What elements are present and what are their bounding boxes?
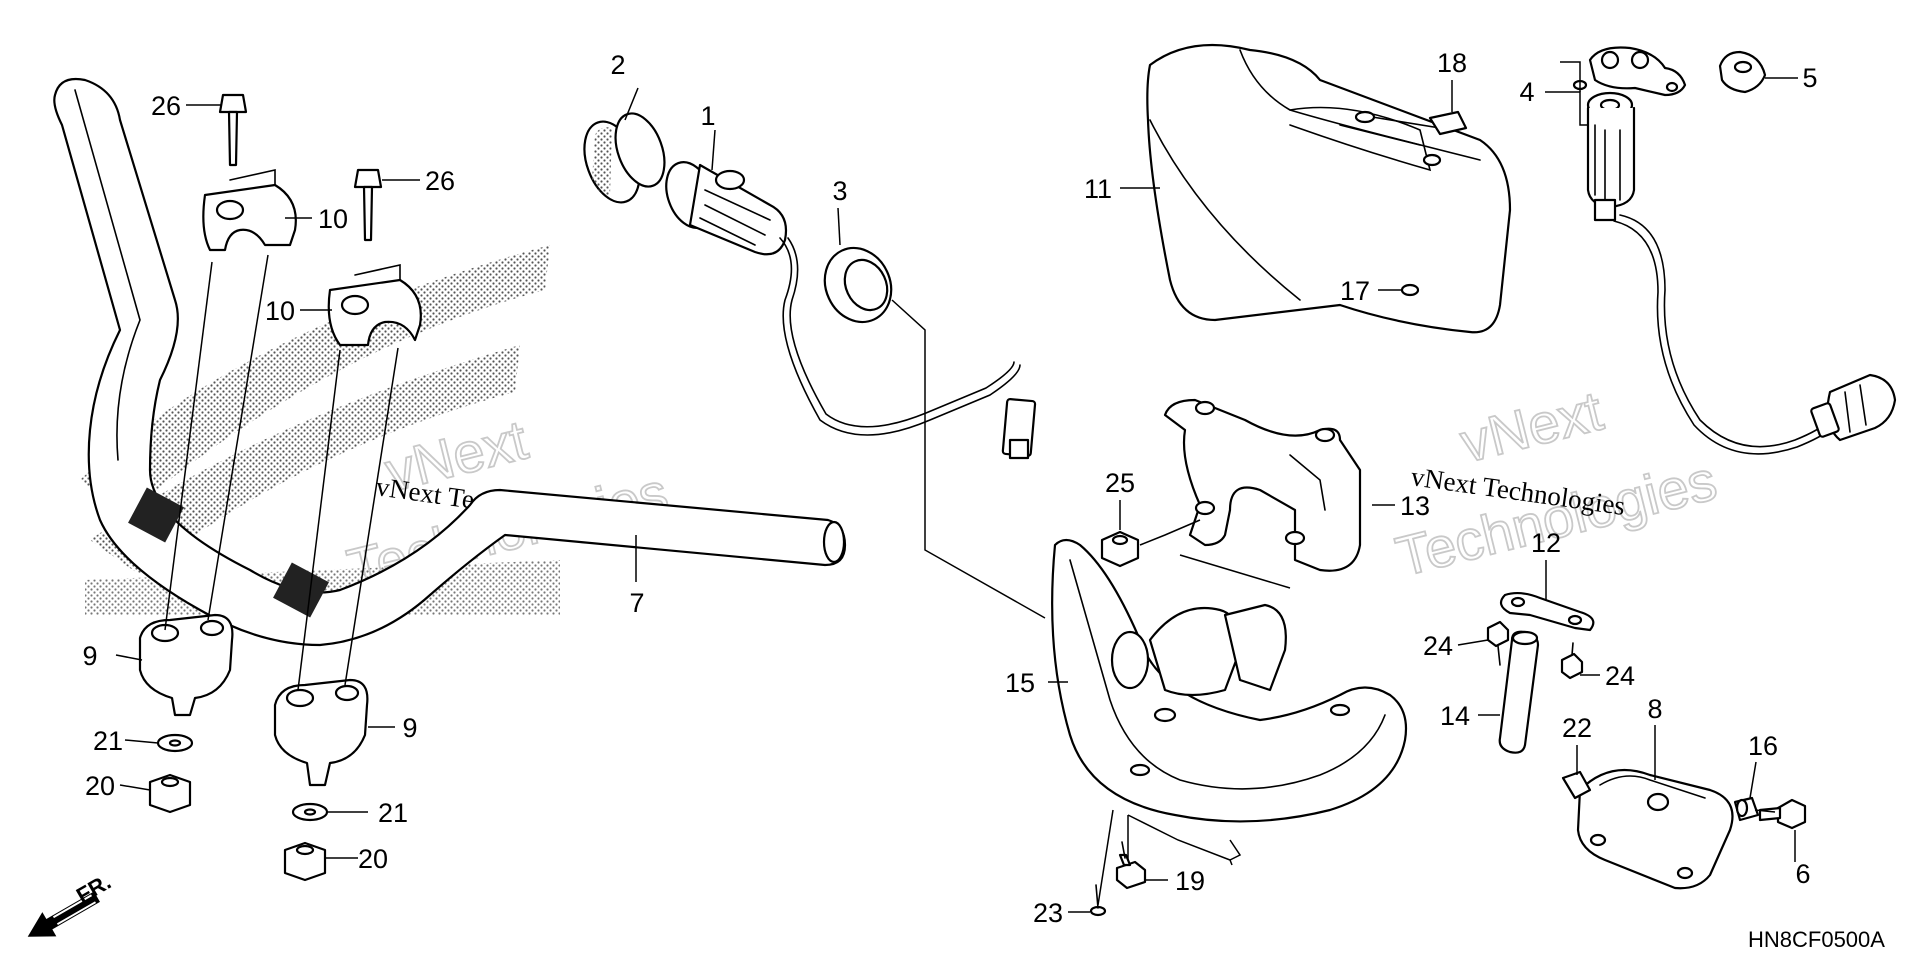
lower-cover-part-15 (1051, 538, 1408, 823)
callout-12: 12 (1531, 528, 1561, 558)
switch-cover-part-4 (1572, 46, 1687, 97)
bolt-part-6 (1758, 798, 1807, 830)
callout-19: 19 (1175, 866, 1205, 896)
socket-cap-part-2 (583, 112, 666, 204)
callout-20-left: 20 (85, 771, 115, 801)
callout-10-top: 10 (318, 204, 348, 234)
figure-code: HN8CF0500A (1748, 927, 1885, 952)
bolt-26-left (218, 93, 248, 167)
callout-26-right: 26 (425, 166, 455, 196)
callout-20-right: 20 (358, 844, 388, 874)
stay-part-13 (1163, 398, 1362, 572)
handlebar-part-7 (53, 77, 847, 647)
callout-10-bottom: 10 (265, 296, 295, 326)
callout-14: 14 (1440, 701, 1470, 731)
callout-22: 22 (1562, 713, 1592, 743)
grommet-part-3 (823, 246, 893, 324)
switch-harness (1613, 214, 1897, 455)
watermark-big-top-right: vNext (1454, 378, 1609, 474)
leader-part-3-to-15 (891, 299, 1046, 619)
knurl-right (273, 562, 329, 618)
clip-part-17 (1400, 283, 1420, 297)
alignment-lines-left (164, 254, 399, 691)
screw-24-left (1486, 620, 1510, 666)
upper-holder-left (202, 169, 297, 252)
bolt-part-19 (1115, 841, 1147, 890)
pipe-part-14 (1498, 630, 1540, 754)
callout-16: 16 (1748, 731, 1778, 761)
plate-part-8 (1576, 768, 1734, 890)
callout-25: 25 (1105, 468, 1135, 498)
callout-4: 4 (1519, 77, 1534, 107)
front-direction-arrow (27, 891, 100, 937)
callout-9-left: 9 (82, 641, 97, 671)
socket-part-1 (665, 161, 788, 256)
callout-labels: 1 2 3 4 5 6 7 8 9 9 10 10 11 12 13 14 15… (82, 48, 1817, 928)
clip-part-18 (1428, 110, 1468, 136)
callout-5: 5 (1802, 63, 1817, 93)
callout-9-right: 9 (402, 713, 417, 743)
callout-18: 18 (1437, 48, 1467, 78)
leader-part-19-right (1127, 814, 1233, 866)
callout-leaders (115, 61, 1798, 913)
callout-11: 11 (1084, 174, 1112, 204)
callout-3: 3 (832, 176, 847, 206)
callout-13: 13 (1400, 491, 1430, 521)
callout-21-left: 21 (93, 726, 123, 756)
lower-holder-right (273, 678, 369, 787)
leader-part-25 (1139, 519, 1201, 546)
callout-8: 8 (1647, 694, 1662, 724)
nut-part-25 (1100, 530, 1140, 568)
callout-23: 23 (1033, 898, 1063, 928)
cap-part-5 (1718, 50, 1767, 94)
callout-6: 6 (1795, 859, 1810, 889)
socket-harness (779, 237, 1037, 460)
knurl-left (128, 487, 184, 543)
lower-holder-left (138, 613, 234, 717)
callout-7: 7 (629, 588, 644, 618)
leader-part-23 (1097, 809, 1114, 906)
nut-20-left (148, 773, 192, 814)
screw-part-23 (1089, 884, 1107, 917)
bolt-26-right (353, 168, 383, 242)
callout-24-left: 24 (1423, 631, 1453, 661)
callout-15: 15 (1005, 668, 1035, 698)
callout-21-right: 21 (378, 798, 408, 828)
upper-cover-part-11 (1146, 43, 1512, 334)
collar-part-16 (1733, 796, 1760, 822)
callout-1: 1 (700, 101, 715, 131)
callout-26-left: 26 (151, 91, 181, 121)
bracket-part-12 (1499, 591, 1595, 632)
callout-2: 2 (610, 50, 625, 80)
callout-24-right: 24 (1605, 661, 1635, 691)
upper-holder-right (327, 264, 422, 347)
nut-20-right (283, 841, 327, 882)
screw-24-right (1560, 642, 1584, 680)
ignition-switch-part-4 (1586, 91, 1636, 222)
callout-17: 17 (1340, 276, 1370, 306)
clip-part-22 (1561, 770, 1592, 800)
leader-part-13-to-15 (1179, 554, 1291, 589)
